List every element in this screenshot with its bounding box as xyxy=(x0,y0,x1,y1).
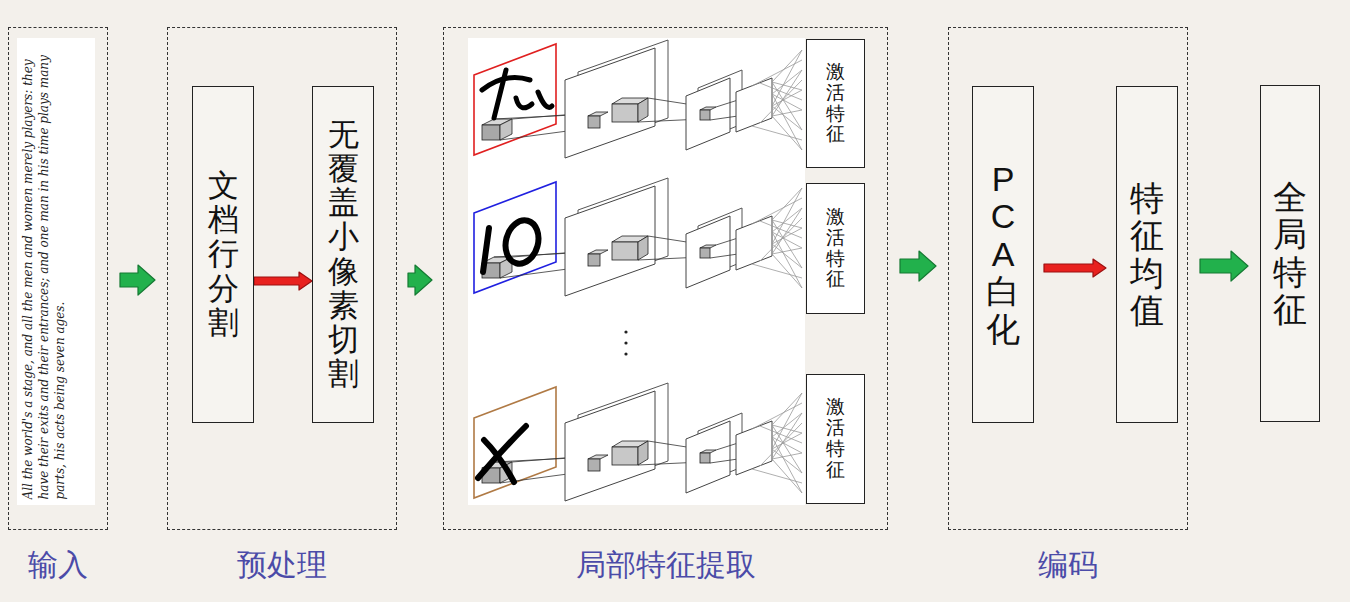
ellipsis-dots xyxy=(624,330,627,355)
group-heading: 局部特征提取 xyxy=(404,545,927,586)
red-arrow xyxy=(1044,259,1106,277)
box-label: 文档行分割 xyxy=(208,169,239,339)
ellipsis-dots-part xyxy=(624,341,627,344)
box-label: 全局特征 xyxy=(1273,179,1307,329)
box-label: 特征均值 xyxy=(1130,180,1164,330)
input-image xyxy=(17,38,95,505)
box-label: 激活特征 xyxy=(826,207,845,291)
handwriting-patches-part xyxy=(484,440,514,482)
block-arrow xyxy=(408,265,432,295)
group-heading: 预处理 xyxy=(128,545,436,586)
box-label: 激活特征 xyxy=(826,62,845,146)
process-box: PCA白化 xyxy=(972,86,1034,423)
handwriting-patches-part xyxy=(478,426,526,478)
handwriting-patches-part xyxy=(516,98,532,108)
feature-box: 激活特征 xyxy=(806,183,865,314)
red-arrow xyxy=(254,272,312,290)
cnn-row-blue xyxy=(474,178,802,296)
stage-group: 编码PCA白化特征均值 xyxy=(948,27,1188,530)
feature-box: 激活特征 xyxy=(806,374,865,504)
handwriting-patches-part xyxy=(538,92,552,107)
handwriting-patches-part xyxy=(483,228,489,272)
group-heading: 输入 xyxy=(0,545,147,586)
ellipsis-dots-part xyxy=(624,330,627,333)
output-box: 全局特征 xyxy=(1260,85,1320,422)
feature-box: 激活特征 xyxy=(806,39,865,168)
group-heading: 编码 xyxy=(909,545,1227,586)
handwriting-text: All the world's a stage, and all the men… xyxy=(19,45,93,500)
block-arrow xyxy=(1200,251,1248,281)
cnn-row-red xyxy=(474,40,802,158)
process-box: 无覆盖小像素切割 xyxy=(312,86,374,423)
stage-group: 局部特征提取激活特征激活特征激活特征 xyxy=(443,27,888,530)
handwriting-patches-part xyxy=(501,217,543,268)
box-label: 无覆盖小像素切割 xyxy=(328,118,359,391)
box-label: PCA白化 xyxy=(986,161,1020,348)
cnn-panel xyxy=(468,38,805,505)
handwriting-patches-part xyxy=(494,70,506,118)
ellipsis-dots-part xyxy=(624,352,627,355)
stage-group: 预处理文档行分割无覆盖小像素切割 xyxy=(167,27,397,530)
block-arrow xyxy=(120,265,155,295)
block-arrow xyxy=(900,251,936,281)
process-box: 特征均值 xyxy=(1116,86,1178,423)
handwriting-patches xyxy=(478,70,552,482)
box-label: 激活特征 xyxy=(826,397,845,481)
process-box: 文档行分割 xyxy=(192,86,254,423)
cnn-row-brown xyxy=(474,383,802,501)
